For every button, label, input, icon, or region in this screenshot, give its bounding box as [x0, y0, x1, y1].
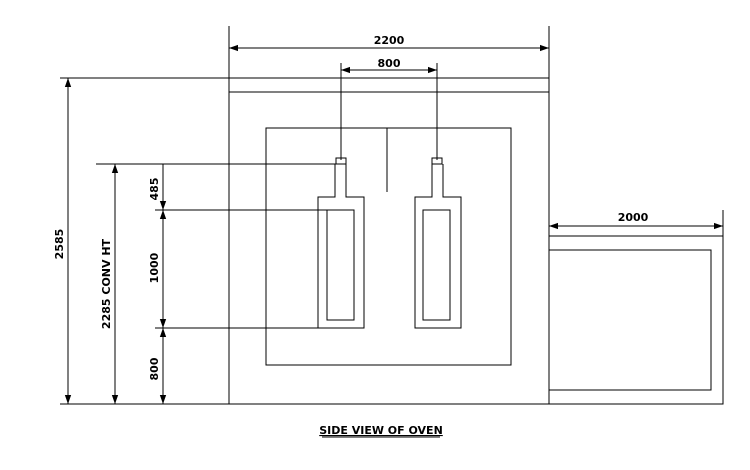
dim-top-gap-label: 485 — [148, 178, 161, 201]
dim-bottom-gap-label: 800 — [148, 357, 161, 380]
conveyor-extension-outer — [548, 235, 724, 405]
dim-conveyor-height-label: 2285 CONV HT — [100, 238, 113, 329]
oven-inner-chamber — [265, 127, 512, 366]
dim-hanger-spacing-label: 800 — [378, 57, 401, 70]
conveyor-extension-inner — [548, 249, 712, 391]
right-hanger-part — [414, 63, 462, 329]
dim-vertical-stack: 485 1000 800 — [148, 164, 327, 404]
oven-outer-wall — [228, 91, 550, 405]
dim-conveyor-extension: 2000 — [549, 210, 724, 236]
dim-overall-height-label: 2585 — [53, 229, 66, 260]
left-hanger-part — [317, 63, 365, 329]
drawing-title: SIDE VIEW OF OVEN — [319, 424, 443, 437]
dim-conveyor-extension-label: 2000 — [618, 211, 649, 224]
dim-conveyor-height: 2285 CONV HT — [96, 163, 341, 404]
dim-overall-height: 2585 — [53, 77, 549, 405]
dim-oven-width: 2200 — [228, 26, 550, 92]
dim-oven-width-label: 2200 — [374, 34, 405, 47]
dim-hanger-spacing: 800 — [341, 57, 437, 74]
dim-part-height-label: 1000 — [148, 252, 161, 283]
